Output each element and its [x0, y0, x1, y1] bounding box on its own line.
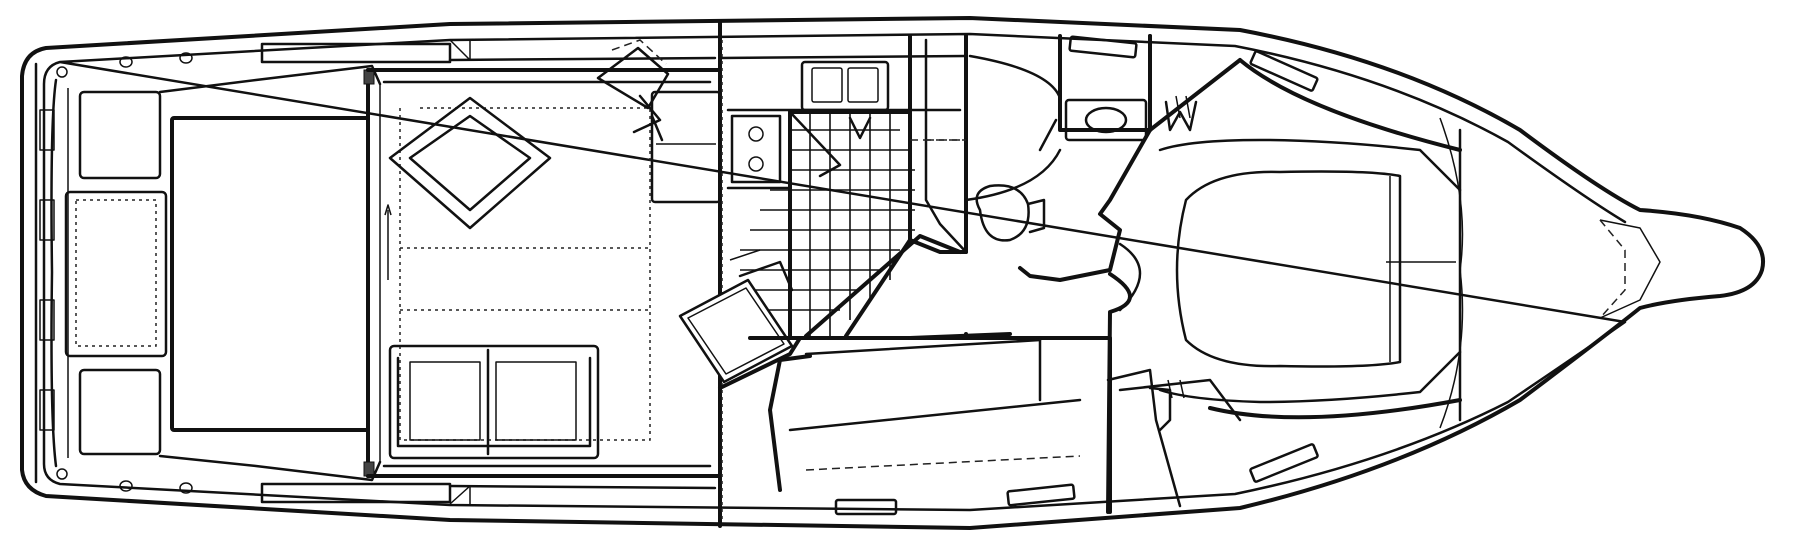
cockpit — [64, 39, 717, 506]
sink-icon — [800, 60, 890, 112]
cleat-icon — [56, 52, 193, 494]
hull-outline — [20, 16, 1765, 530]
step-box — [678, 278, 794, 384]
bow-pulpit — [1599, 219, 1661, 319]
head — [834, 34, 1319, 516]
toilet-icon — [975, 184, 1046, 242]
cockpit-hatch — [170, 116, 370, 432]
galley — [718, 20, 968, 528]
interior-walls — [718, 34, 1112, 514]
salon — [363, 39, 722, 478]
ottoman — [388, 96, 552, 230]
head-sink-icon — [1064, 98, 1148, 142]
swim-platform — [34, 52, 193, 494]
companionway-stairs — [678, 110, 962, 384]
deck-details — [910, 95, 1191, 399]
helm-seat — [596, 39, 670, 142]
salon-sofa — [388, 344, 600, 460]
stove-icon — [730, 114, 782, 184]
v-berth-cabin — [1018, 34, 1462, 514]
v-berth-mattress — [1175, 170, 1456, 368]
